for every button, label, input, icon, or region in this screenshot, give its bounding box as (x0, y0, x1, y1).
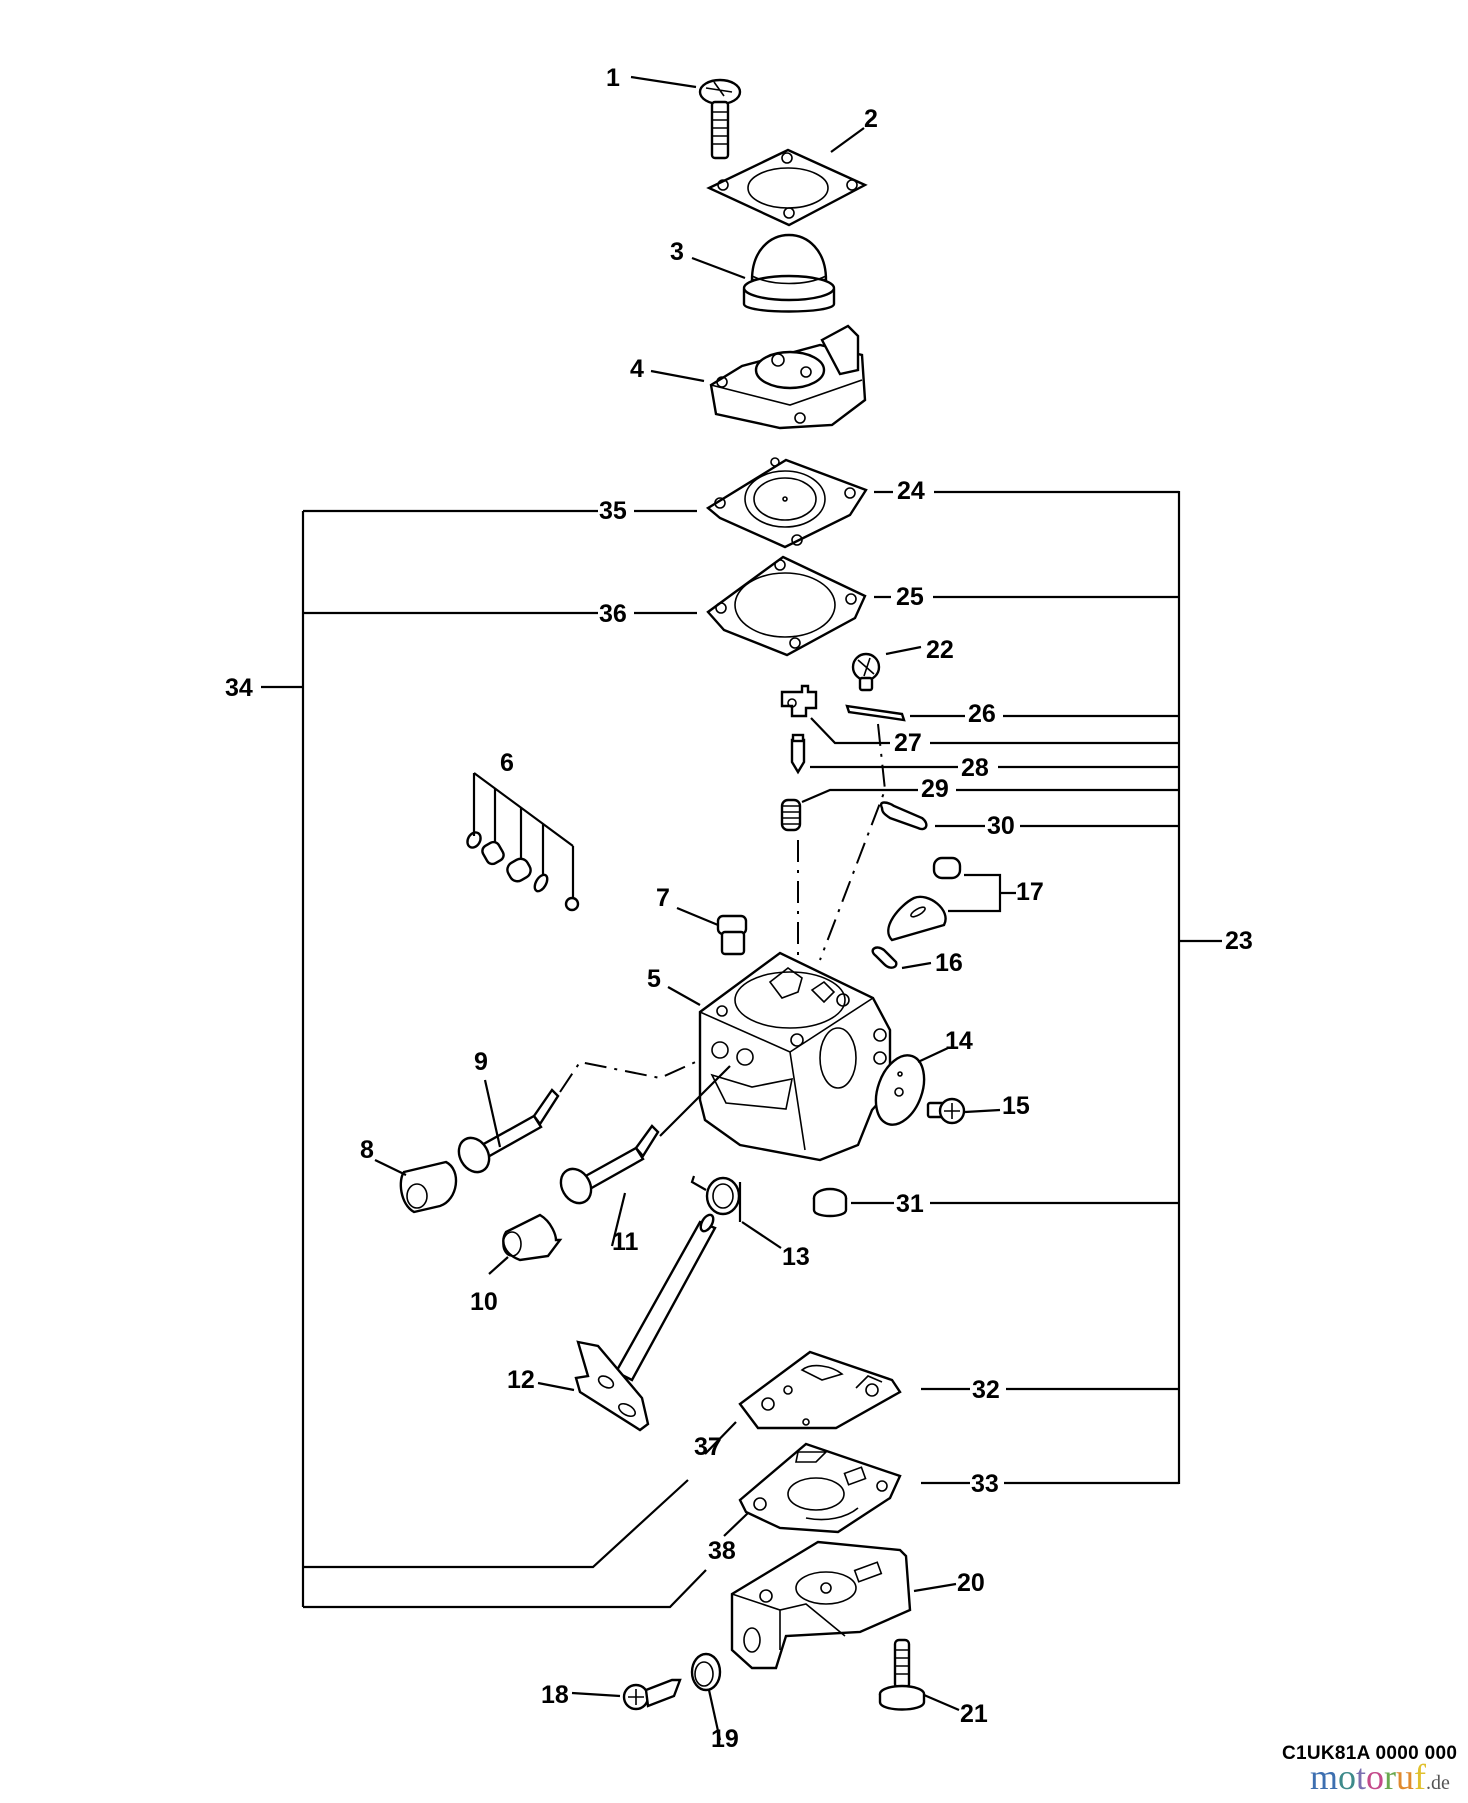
callout-23[interactable]: 23 (1225, 927, 1253, 955)
part-1-screw[interactable] (698, 78, 742, 160)
part-33-gasket[interactable] (738, 1442, 902, 1534)
part-26-pin[interactable] (845, 704, 906, 722)
part-27-lever[interactable] (780, 684, 818, 718)
callout-3[interactable]: 3 (670, 238, 684, 266)
callout-17[interactable]: 17 (1016, 878, 1044, 906)
callout-34[interactable]: 34 (225, 674, 253, 702)
part-8-limiter-cap[interactable] (399, 1160, 458, 1214)
leader-lines (261, 75, 1222, 1741)
part-21-screw[interactable] (878, 1638, 926, 1711)
part-30-seal[interactable] (879, 801, 928, 831)
callout-12[interactable]: 12 (507, 1366, 535, 1394)
callout-28[interactable]: 28 (961, 754, 989, 782)
callout-8[interactable]: 8 (360, 1136, 374, 1164)
brand-letter: u (1396, 1757, 1415, 1797)
part-7-fitting[interactable] (716, 914, 748, 956)
brand-letter: o (1366, 1757, 1385, 1797)
callout-7[interactable]: 7 (656, 884, 670, 912)
callout-36[interactable]: 36 (599, 600, 627, 628)
brand-letter: t (1356, 1757, 1367, 1797)
callout-14[interactable]: 14 (945, 1027, 973, 1055)
callout-labels: 1 2 3 4 5 6 7 8 9 10 11 12 13 14 15 16 1… (225, 64, 1253, 1753)
part-19-spring[interactable] (690, 1652, 722, 1692)
brand-letter: f (1414, 1757, 1427, 1797)
part-5-carburetor-body[interactable] (698, 951, 892, 1162)
part-2-gasket[interactable] (706, 148, 868, 227)
callout-16[interactable]: 16 (935, 949, 963, 977)
callout-29[interactable]: 29 (921, 775, 949, 803)
part-28-needle[interactable] (790, 733, 806, 775)
part-10-limiter-cap[interactable] (502, 1213, 563, 1262)
callout-31[interactable]: 31 (896, 1190, 924, 1218)
brand-letter: r (1384, 1757, 1397, 1797)
callout-30[interactable]: 30 (987, 812, 1015, 840)
callout-24[interactable]: 24 (897, 477, 925, 505)
callout-21[interactable]: 21 (960, 1700, 988, 1728)
callout-27[interactable]: 27 (894, 729, 922, 757)
callout-25[interactable]: 25 (896, 583, 924, 611)
callout-26[interactable]: 26 (968, 700, 996, 728)
callout-1[interactable]: 1 (606, 64, 620, 92)
callout-20[interactable]: 20 (957, 1569, 985, 1597)
part-16-clip[interactable] (871, 946, 898, 969)
part-22-screw[interactable] (851, 652, 881, 692)
part-13-torsion-spring[interactable] (690, 1175, 742, 1222)
callout-4[interactable]: 4 (630, 355, 644, 383)
brand-letter: o (1338, 1757, 1357, 1797)
part-6-kit[interactable] (465, 772, 580, 912)
part-31-filter-screen[interactable] (812, 1187, 848, 1218)
part-9-adjust-screw[interactable] (453, 1088, 560, 1178)
part-3-primer-bulb[interactable] (742, 233, 836, 313)
callout-13[interactable]: 13 (782, 1243, 810, 1271)
part-32-gasket[interactable] (738, 1350, 902, 1430)
callout-22[interactable]: 22 (926, 636, 954, 664)
part-14-plate[interactable] (867, 1049, 933, 1132)
brand-logo: motoruf.de (1310, 1757, 1450, 1803)
callout-6[interactable]: 6 (500, 749, 514, 777)
part-15-screw[interactable] (926, 1097, 966, 1125)
part-4-pump-cover[interactable] (709, 324, 867, 430)
callout-35[interactable]: 35 (599, 497, 627, 525)
part-20-pump-body[interactable] (730, 1540, 912, 1670)
part-29-spring[interactable] (780, 798, 802, 832)
callout-18[interactable]: 18 (541, 1681, 569, 1709)
part-18-screw[interactable] (622, 1678, 682, 1711)
callout-38[interactable]: 38 (708, 1537, 736, 1565)
part-25-gasket[interactable] (706, 555, 867, 657)
part-17-cover[interactable] (887, 856, 962, 942)
callout-37[interactable]: 37 (694, 1433, 722, 1461)
part-11-adjust-screw[interactable] (555, 1124, 660, 1209)
part-24-diaphragm[interactable] (705, 457, 868, 549)
callout-15[interactable]: 15 (1002, 1092, 1030, 1120)
callout-19[interactable]: 19 (711, 1725, 739, 1753)
callout-33[interactable]: 33 (971, 1470, 999, 1498)
callout-11[interactable]: 11 (612, 1228, 639, 1256)
part-12-throttle-shaft[interactable] (574, 1213, 717, 1432)
callout-2[interactable]: 2 (864, 105, 878, 133)
callout-32[interactable]: 32 (972, 1376, 1000, 1404)
callout-5[interactable]: 5 (647, 965, 661, 993)
brand-letter: m (1310, 1757, 1339, 1797)
brand-tld: .de (1426, 1772, 1450, 1794)
callout-10[interactable]: 10 (470, 1288, 498, 1316)
drawing-code: C1UK81A 0000 000 (1282, 1743, 1458, 1764)
callout-9[interactable]: 9 (474, 1048, 488, 1076)
